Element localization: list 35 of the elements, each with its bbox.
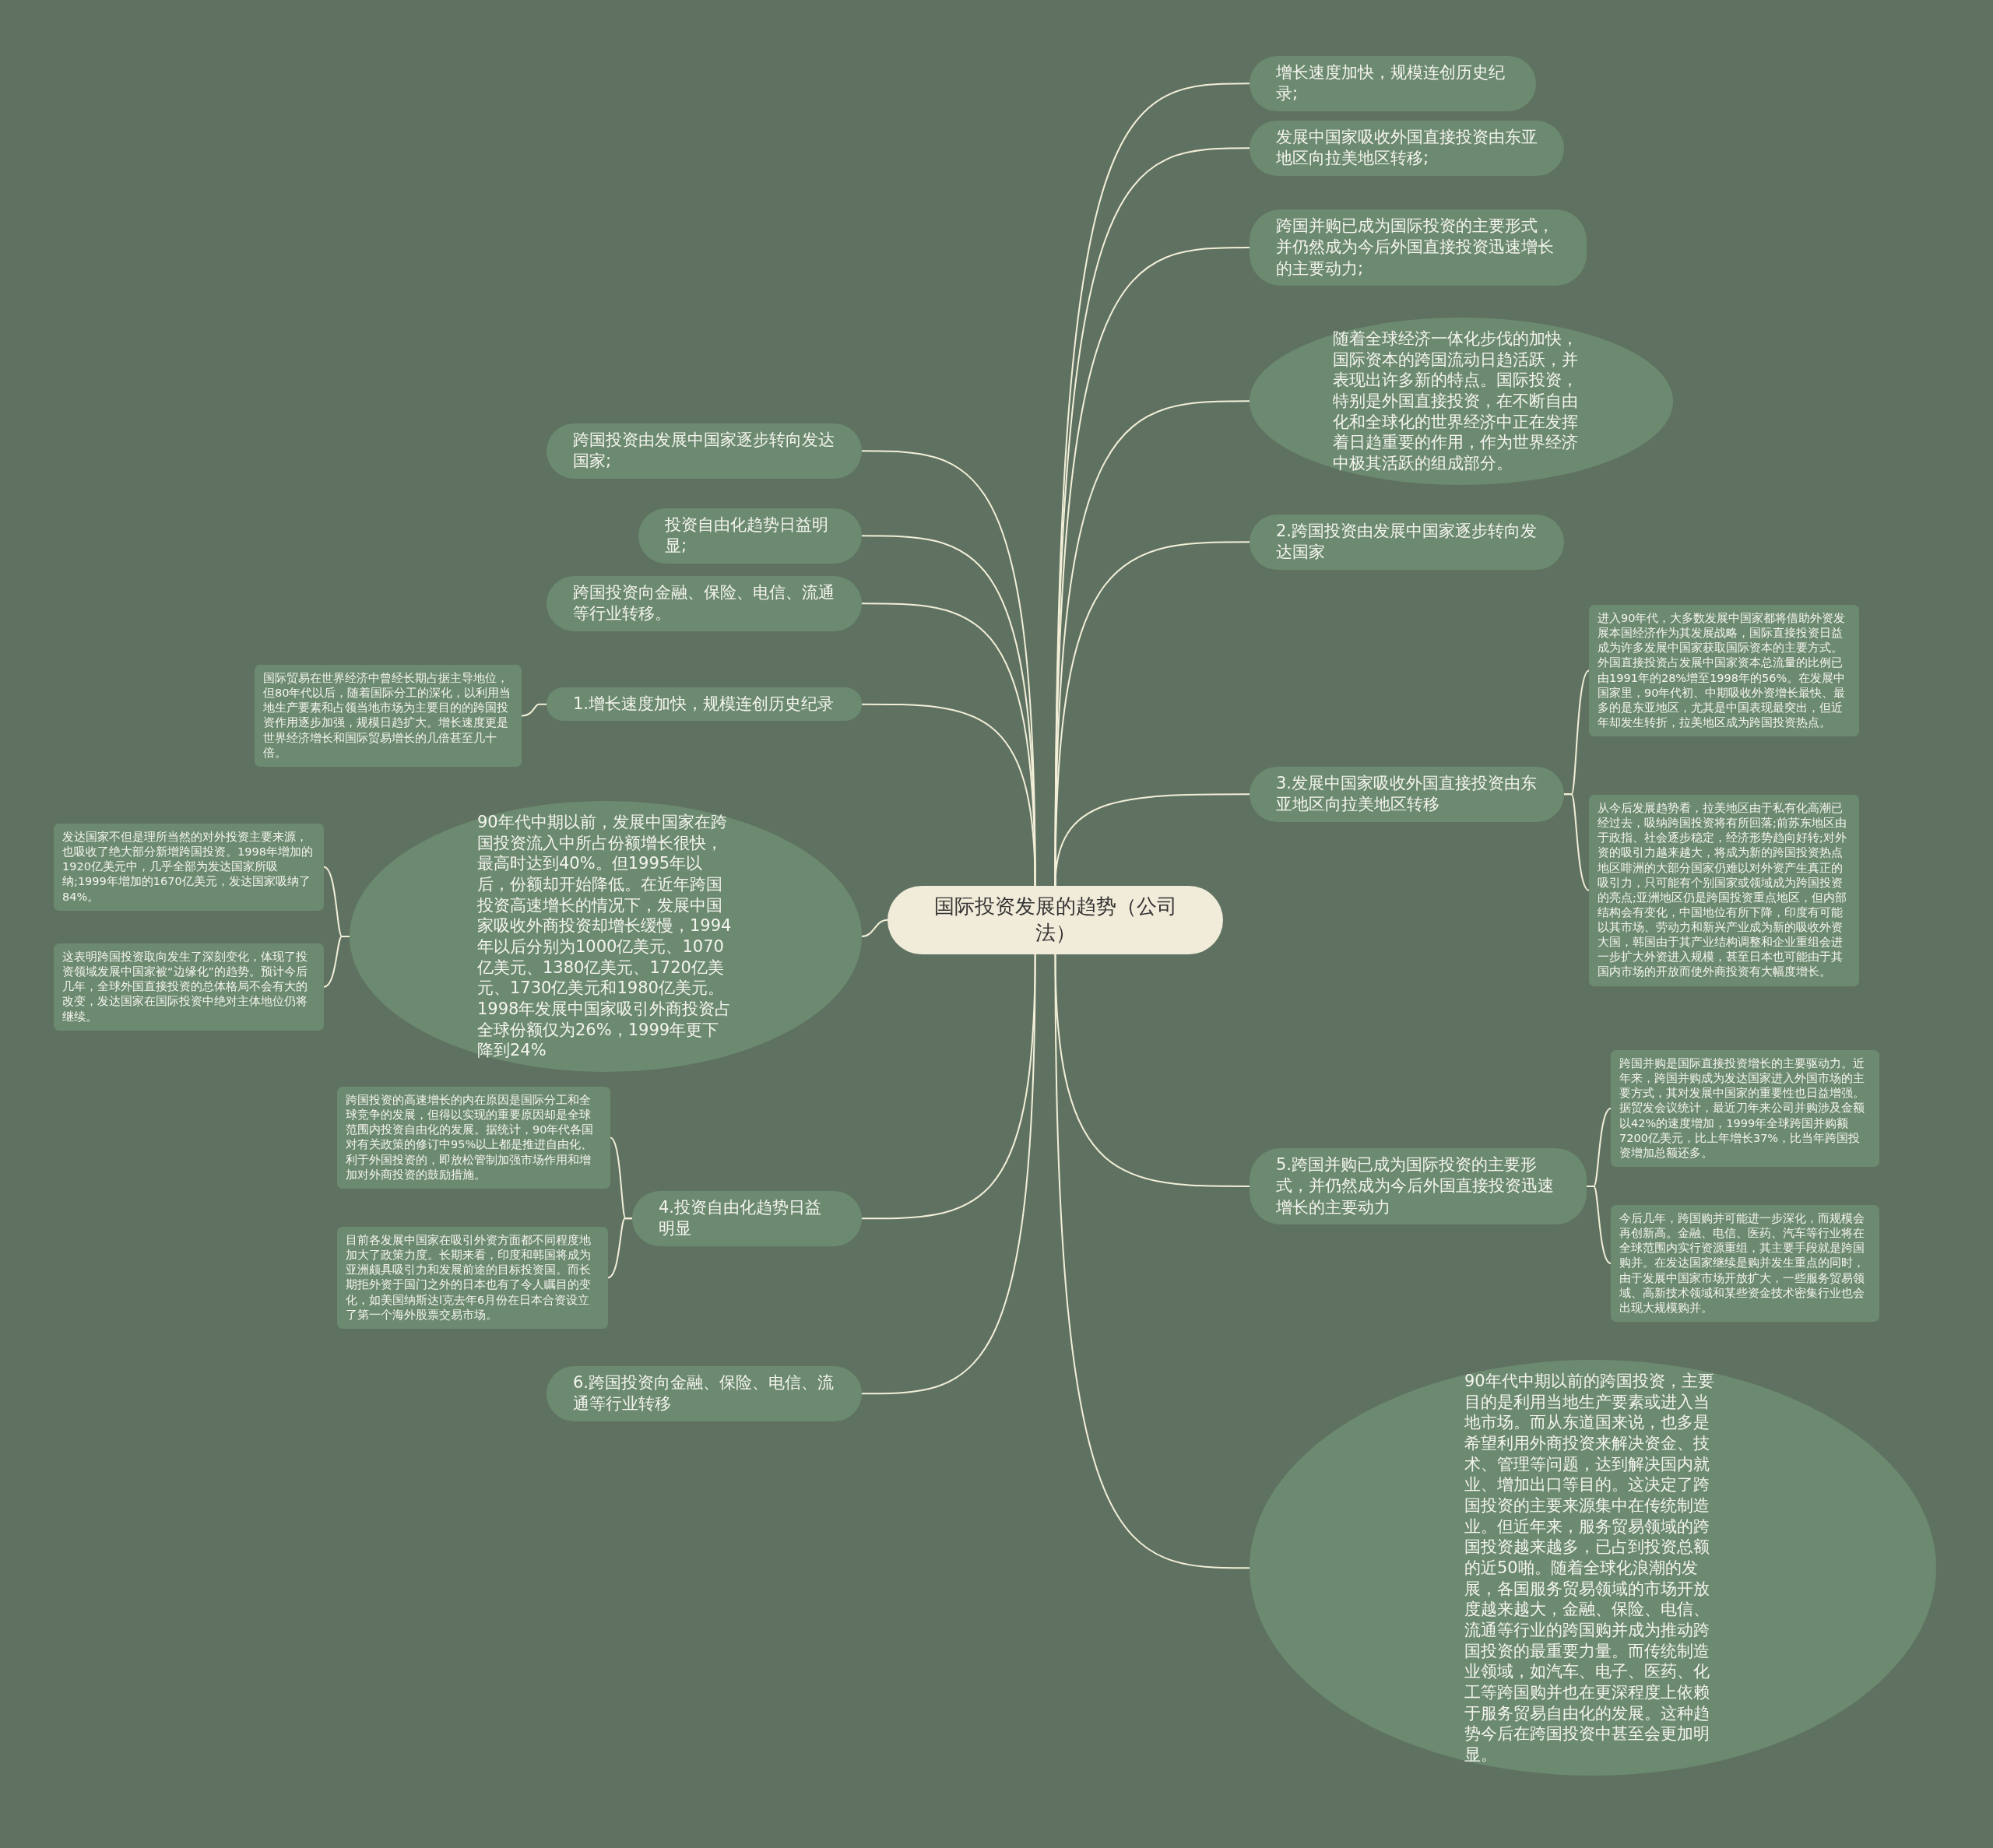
note-card: 跨国并购是国际直接投资增长的主要驱动力。近年来，跨国并购成为发达国家进入外国市场的主要方式，其对发展中国家的重要性也日益增强。据贸发会议统计，最近刀年来公司并购涉及金额以42%的速度增加，1999年全球跨国并购额7200亿美元，比上年增长37%，比当年跨国投资增加总额还多。 xyxy=(1611,1050,1879,1167)
note-card: 目前各发展中国家在吸引外资方面都不同程度地加大了政策力度。长期来看，印度和韩国将成为亚洲颇具吸引力和发展前途的目标投资国。而长期拒外资于国门之外的日本也有了令人瞩目的变化，如美国纳斯达l克去年6月份在日本合资设立了第一个海外股票交易市场。 xyxy=(337,1227,608,1329)
note-card: 这表明跨国投资取向发生了深刻变化，体现了投资领域发展中国家被“边缘化”的趋势。预计今后几年，全球外国直接投资的总体格局不会有大的改变，发达国家在国际投资中绝对主体地位仍将继续。 xyxy=(54,943,324,1031)
topic-bubble: 1.增长速度加快，规模连创历史纪录 xyxy=(547,687,862,722)
connector-line xyxy=(861,703,1036,887)
topic-bubble: 跨国投资向金融、保险、电信、流通等行业转移。 xyxy=(547,576,862,631)
central-topic-box: 国际投资发展的趋势（公司法） xyxy=(888,886,1223,954)
note-card: 从今后发展趋势看，拉美地区由于私有化高潮已经过去，吸纳跨国投资将有所回落;前苏东地区由于政指、社会逐步稳定，经济形势趋向好转;对外资的吸引力越来越大，将成为新的跨国投资热点地区啡洲的大部分国家仍难以对外资产生真正的吸引力，只可能有个别国家或领域成为跨国投资的亮点;亚洲地区仍是跨国投资重点地区，但内部结构会有变化，中国地位有所下降，印度有可能以其市场、劳动力和新兴产业成为新的吸收外资大国，韩国由于其产业结构调整和企业重组会进一步扩大外资进入规模，甚至日本也可能由于其国内市场的开放而使外商投资有大幅度增长。 xyxy=(1589,795,1859,986)
topic-bubble: 6.跨国投资向金融、保险、电信、流通等行业转移 xyxy=(547,1366,862,1421)
text-bubble: 90年代中期以前，发展中国家在跨国投资流入中所占份额增长很快，最高时达到40%。但1995年以后，份额却开始降低。在近年跨国投资高速增长的情况下，发展中国家吸收外商投资却增长缓慢，1994年以后分别为1000亿美元、1070亿美元、1380亿美元、1720亿美元、1730亿美元和1980亿美元。1998年发展中国家吸引外商投资占全球份额仅为26%，1999年更下降到24% xyxy=(350,801,862,1072)
connector-line xyxy=(1586,1185,1612,1264)
topic-bubble: 跨国并购已成为国际投资的主要形式，并仍然成为今后外国直接投资迅速增长的主要动力; xyxy=(1250,209,1587,286)
topic-bubble: 增长速度加快，规模连创历史纪录; xyxy=(1250,56,1536,111)
topic-bubble: 3.发展中国家吸收外国直接投资由东亚地区向拉美地区转移 xyxy=(1250,767,1564,822)
note-card: 跨国投资的高速增长的内在原因是国际分工和全球竞争的发展，但得以实现的重要原因却是全球范围内投资自由化的发展。据统计，90年代各国对有关政策的修订中95%以上都是推进自由化、利于外国投资的，即放松管制加强市场作用和增加对外商投资的鼓励措施。 xyxy=(337,1087,610,1189)
connector-line xyxy=(1054,953,1250,1569)
connector-line xyxy=(861,953,1036,1395)
topic-bubble: 发展中国家吸收外国直接投资由东亚地区向拉美地区转移; xyxy=(1250,121,1564,176)
connector-line xyxy=(1563,793,1590,891)
note-card: 进入90年代，大多数发展中国家都将借助外资发展本国经济作为其发展战略，国际直接投资日益成为许多发展中国家获取国际资本的主要方式。外国直接投资占发展中国家资本总流量的比例已由1991年的28%增至1998年的56%。在发展中国家里，90年代初、中期吸收外资增长最快、最多的是东亚地区，尤其是中国表现最突出，但近年却发生转折，拉美地区成为跨国投资热点。 xyxy=(1589,605,1859,736)
connector-line xyxy=(861,919,888,937)
connector-line xyxy=(521,703,547,717)
topic-bubble: 投资自由化趋势日益明显; xyxy=(638,508,862,564)
connector-line xyxy=(607,1217,633,1279)
connector-line xyxy=(1054,793,1250,887)
topic-bubble: 4.投资自由化趋势日益明显 xyxy=(632,1191,862,1246)
note-card: 发达国家不但是理所当然的对外投资主要来源，也吸收了绝大部分新增跨国投资。1998年增加的1920亿美元中，几乎全部为发达国家所吸纳;1999年增加的1670亿美元，发达国家吸纳了84%。 xyxy=(54,824,324,911)
topic-bubble: 跨国投资由发展中国家逐步转向发达国家; xyxy=(547,423,862,479)
text-bubble: 90年代中期以前的跨国投资，主要目的是利用当地生产要素或进入当地市场。而从东道国来说，也多是希望利用外商投资来解决资金、技术、管理等问题，达到解决国内就业、增加出口等目的。这决定了跨国投资的主要来源集中在传统制造业。但近年来，服务贸易领域的跨国投资越来越多，已占到投资总额的近50啪。随着全球化浪潮的发展，各国服务贸易领域的市场开放度越来越大，金融、保险、电信、流通等行业的跨国购并成为推动跨国投资的最重要力量。而传统制造业领域，如汽车、电子、医药、化工等跨国购并也在更深程度上依赖于服务贸易自由化的发展。这种趋势今后在跨国投资中甚至会更加明显。 xyxy=(1250,1360,1936,1776)
note-card: 国际贸易在世界经济中曾经长期占据主导地位，但80年代以后，随着国际分工的深化，以利用当地生产要素和占领当地市场为主要目的的跨国投资作用逐步加强，规模日趋扩大。增长速度更是世界经济增长和国际贸易增长的几倍甚至几十倍。 xyxy=(255,665,522,767)
note-card: 今后几年，跨国购并可能进一步深化，而规模会再创新高。金融、电信、医药、汽车等行业将在全球范围内实行资源重组，其主要手段就是跨国购并。在发达国家继续是购并发生重点的同时，由于发展中国家市场开放扩大，一些服务贸易领域、高新技术领域和某些资金技术密集行业也会出现大规模购并。 xyxy=(1611,1205,1879,1322)
topic-bubble: 2.跨国投资由发展中国家逐步转向发达国家 xyxy=(1250,515,1564,570)
topic-bubble: 5.跨国并购已成为国际投资的主要形式，并仍然成为今后外国直接投资迅速增长的主要动力 xyxy=(1250,1148,1587,1224)
connector-line xyxy=(323,935,350,988)
text-bubble: 随着全球经济一体化步伐的加快，国际资本的跨国流动日趋活跃，并表现出许多新的特点。国际投资，特别是外国直接投资，在不断自由化和全球化的世界经济中正在发挥着日趋重要的作用，作为世界经济中极其活跃的组成部分。 xyxy=(1250,318,1673,485)
